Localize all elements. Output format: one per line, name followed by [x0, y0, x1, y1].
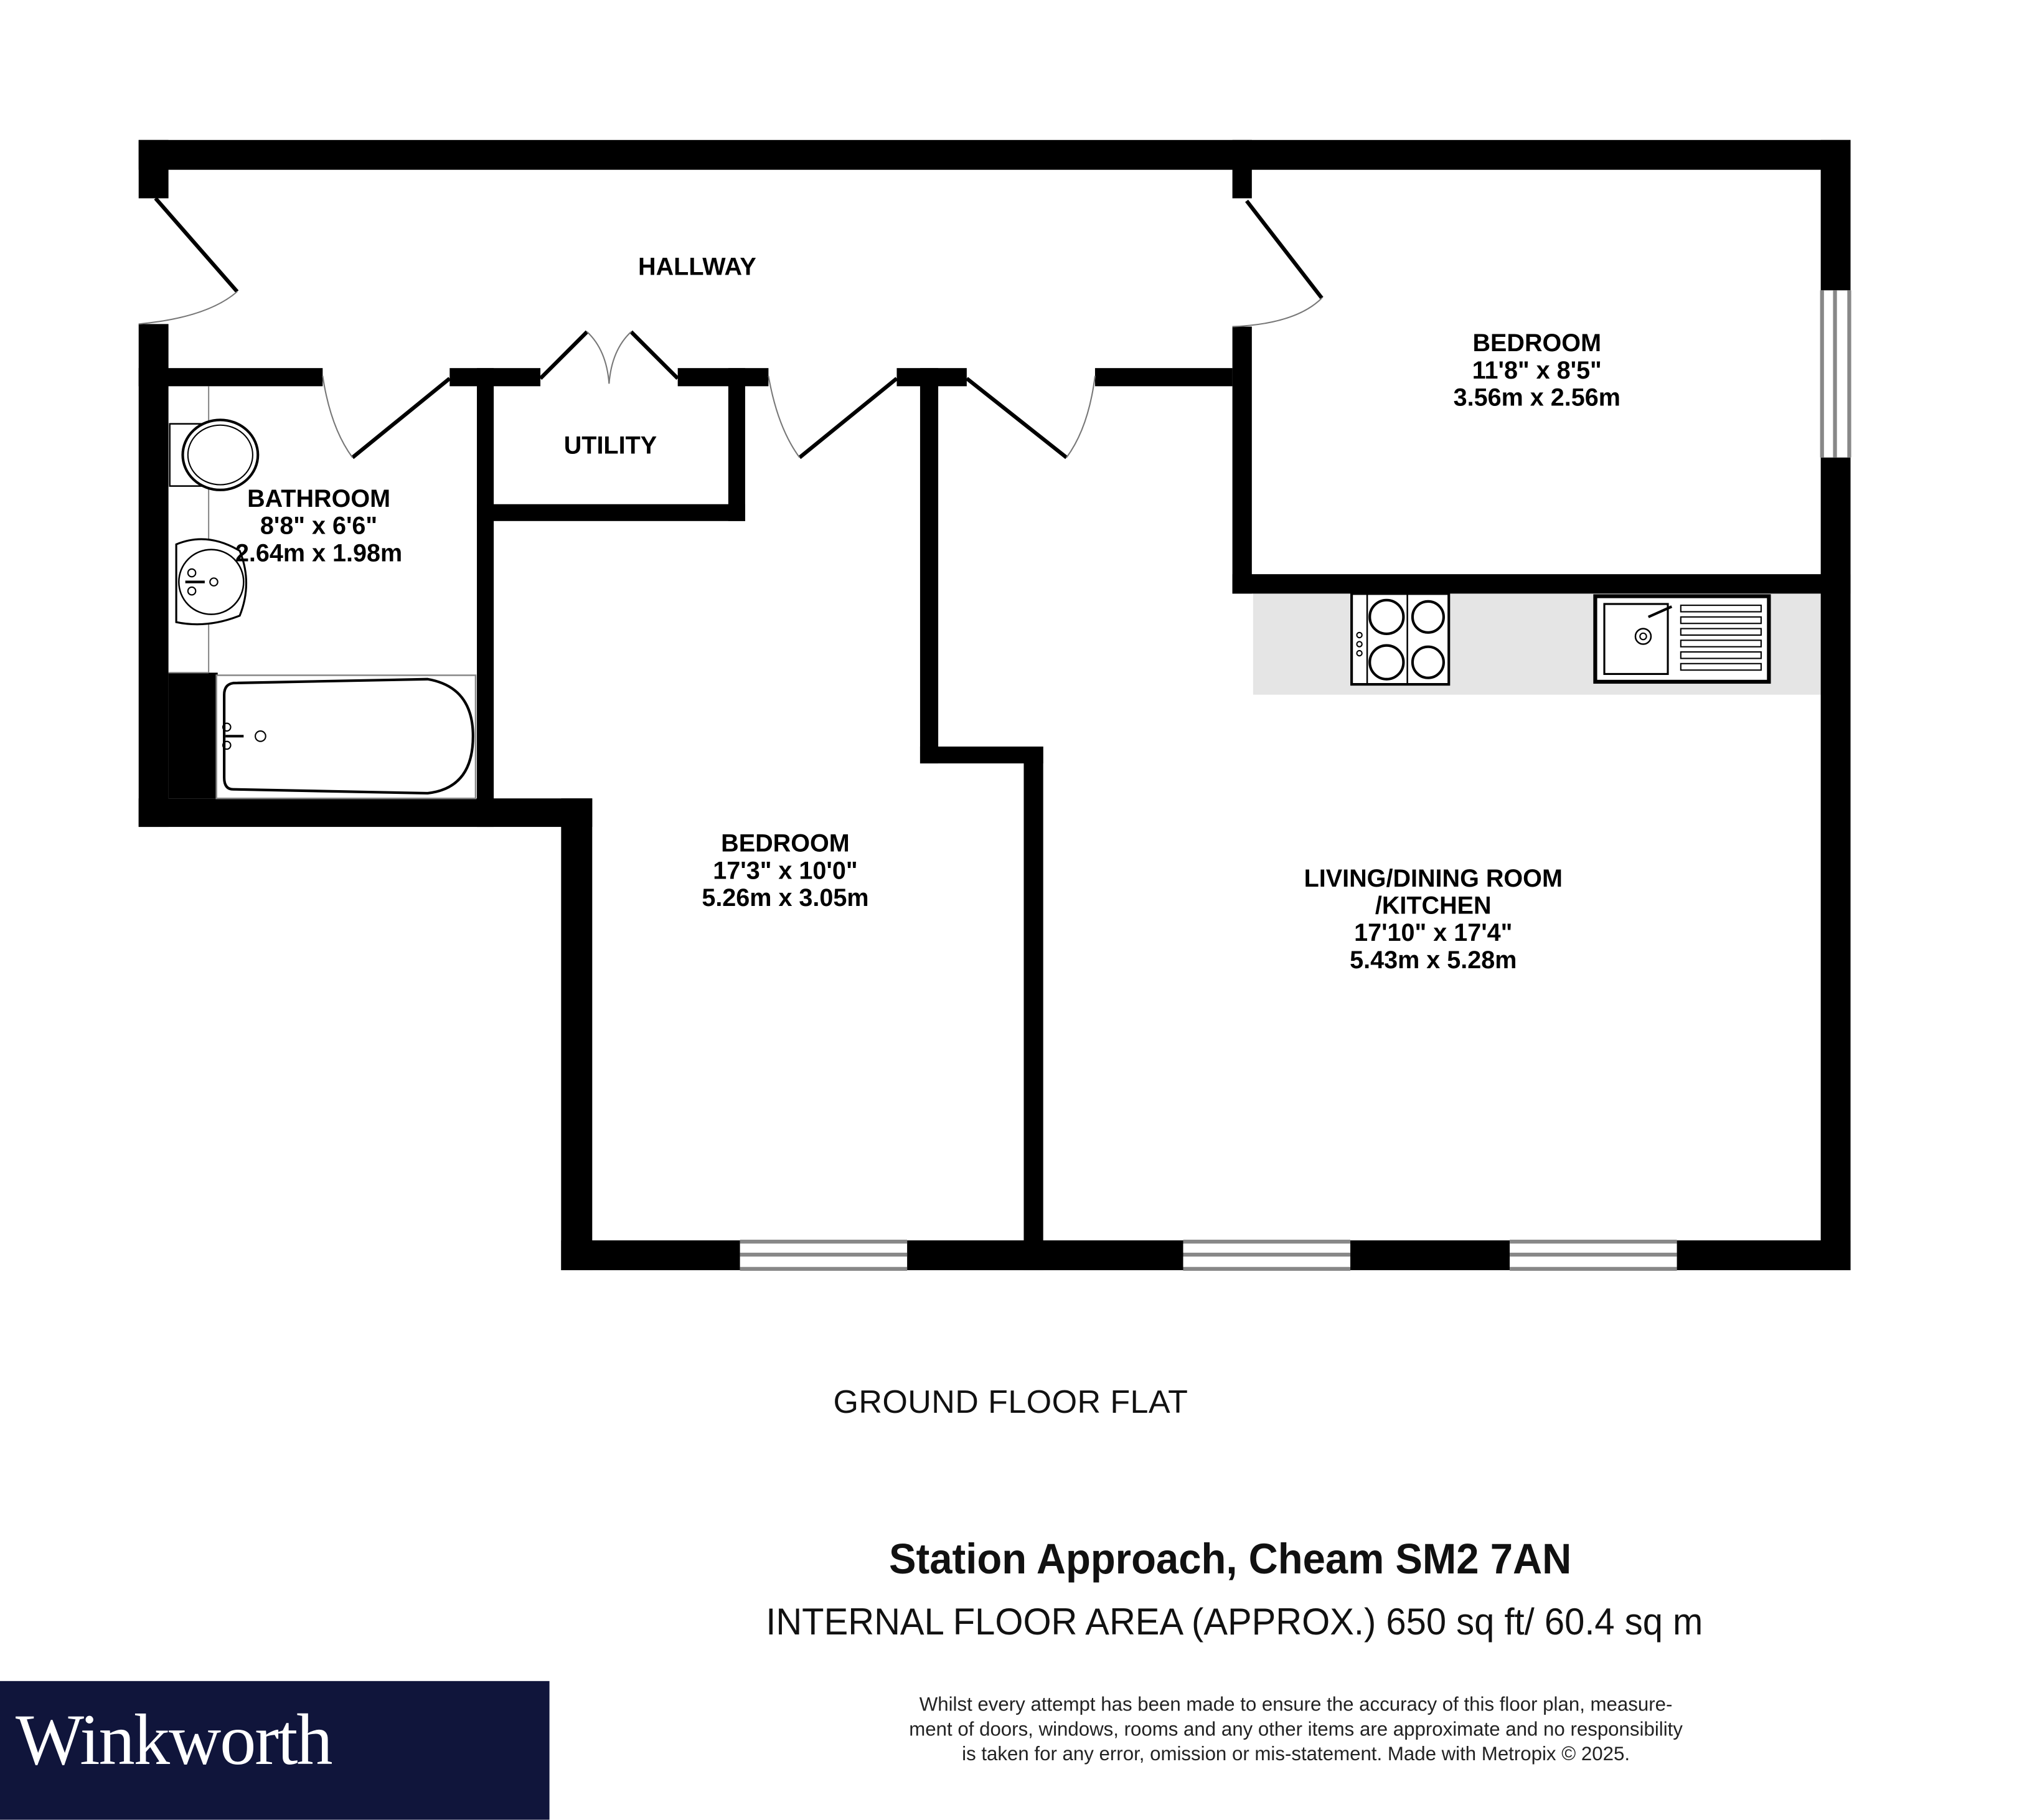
bathtub-icon: [215, 674, 477, 799]
room-label-utility: UTILITY: [563, 433, 657, 460]
bathroom-fixtures: [168, 386, 477, 799]
hob-icon: [1350, 592, 1451, 686]
logo-text: Winkworth: [15, 1700, 333, 1781]
walls: [138, 139, 1851, 1270]
window-living-bottom-right: [1510, 1240, 1677, 1271]
doors: [138, 197, 1324, 460]
toilet-icon: [169, 418, 260, 491]
room-label-bedroom-1: BEDROOM 11'8" x 8'5" 3.56m x 2.56m: [1453, 330, 1620, 412]
floor-label: GROUND FLOOR FLAT: [833, 1384, 1188, 1421]
room-label-living-kitchen: LIVING/DINING ROOM /KITCHEN 17'10" x 17'…: [1304, 865, 1563, 975]
property-address: Station Approach, Cheam SM2 7AN: [888, 1534, 1572, 1583]
room-label-bathroom: BATHROOM 8'8" x 6'6" 2.64m x 1.98m: [235, 486, 403, 568]
window-living-bottom-left: [1183, 1240, 1351, 1271]
room-label-bedroom-2: BEDROOM 17'3" x 10'0" 5.26m x 3.05m: [702, 831, 869, 913]
sink-icon: [1593, 594, 1771, 684]
room-label-hallway: HALLWAY: [638, 253, 756, 281]
basin-icon: [175, 538, 247, 626]
disclaimer: Whilst every attempt has been made to en…: [909, 1694, 1683, 1766]
window-bedroom1-right: [1820, 290, 1851, 458]
window-bedroom2-bottom: [740, 1240, 908, 1271]
internal-floor-area: INTERNAL FLOOR AREA (APPROX.) 650 sq ft/…: [766, 1601, 1703, 1644]
winkworth-logo: Winkworth: [0, 1681, 550, 1820]
